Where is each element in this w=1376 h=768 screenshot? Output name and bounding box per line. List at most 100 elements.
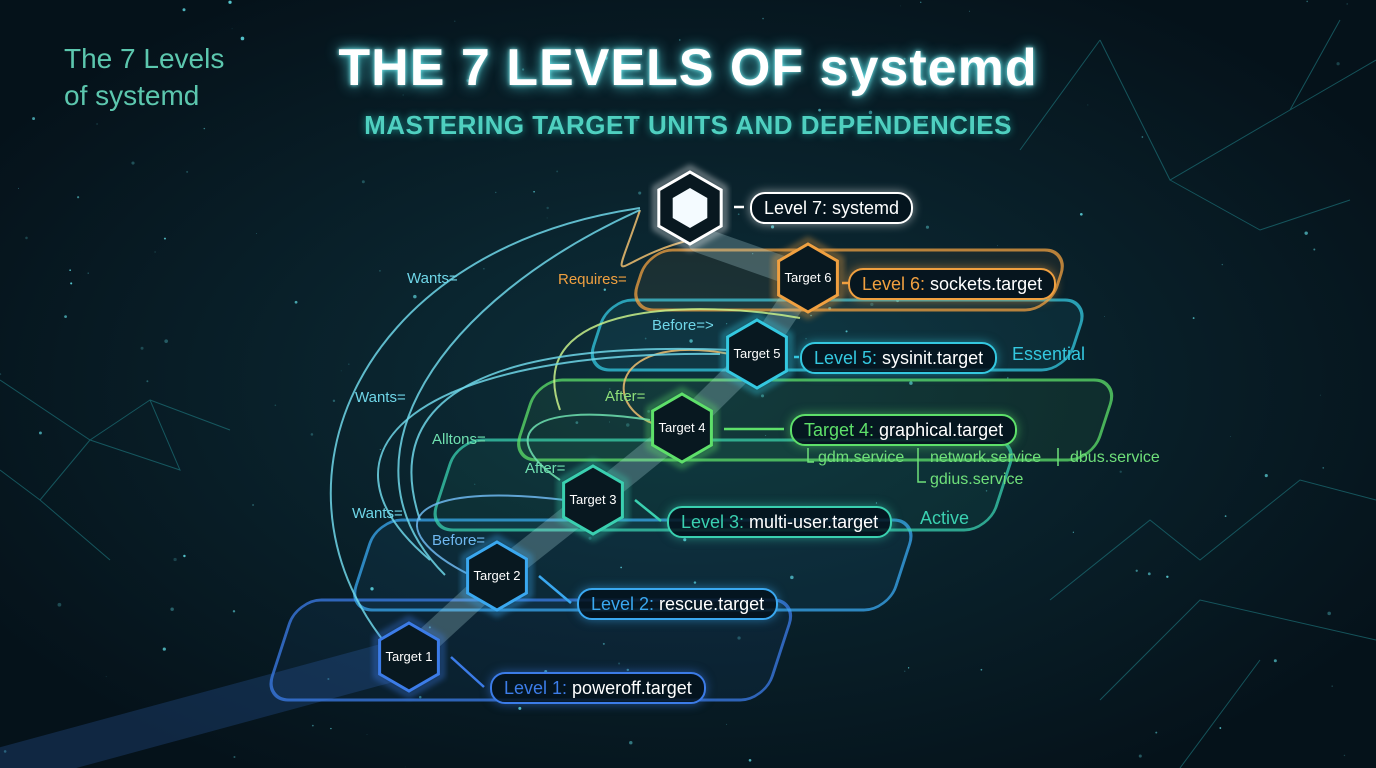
star	[603, 288, 606, 291]
star	[57, 602, 62, 607]
level-prefix: Level 1:	[504, 678, 573, 698]
dependency-arc	[526, 413, 651, 481]
target-node-2[interactable]	[461, 534, 533, 618]
level-prefix: Level 7:	[764, 198, 833, 218]
systemd-core-icon	[672, 188, 708, 228]
dependency-label: Wants=	[355, 389, 406, 406]
star	[1313, 248, 1316, 251]
dependency-label: Requires=	[558, 271, 627, 288]
star	[521, 68, 525, 71]
star	[968, 10, 970, 12]
star	[256, 233, 257, 234]
dependency-label: Before=>	[652, 317, 714, 334]
target-node-6[interactable]	[772, 236, 844, 320]
star	[0, 373, 2, 376]
target-name: graphical.target	[879, 420, 1004, 440]
star	[603, 56, 608, 60]
star	[1304, 231, 1308, 235]
star	[348, 363, 350, 365]
star	[1007, 377, 1009, 379]
target-name: rescue.target	[659, 594, 765, 614]
star	[163, 237, 166, 240]
star	[474, 483, 476, 485]
target-node-3[interactable]	[557, 458, 629, 542]
level-3-label[interactable]: Level 3: multi-user.target	[667, 506, 893, 538]
star	[748, 758, 752, 762]
level-5-label[interactable]: Level 5: sysinit.target	[800, 342, 998, 374]
star	[379, 270, 381, 272]
star	[765, 435, 767, 437]
status-tag: Essential	[1012, 344, 1086, 364]
star	[1229, 436, 1231, 437]
hexagon-icon	[777, 242, 839, 314]
arrow-icon	[450, 656, 485, 688]
star	[231, 28, 233, 30]
star	[1135, 569, 1138, 572]
dependency-label: After=	[525, 460, 566, 477]
level-7-label[interactable]: Level 7: systemd	[750, 192, 914, 224]
node-label: Target 1	[385, 649, 433, 664]
star	[473, 539, 477, 542]
target-node-1[interactable]	[373, 615, 445, 699]
star	[980, 668, 983, 671]
level-4-label[interactable]: Target 4: graphical.target	[790, 414, 1018, 446]
star	[1327, 611, 1331, 616]
target-name: multi-user.target	[749, 512, 879, 532]
star	[900, 5, 901, 7]
hexagon-icon	[562, 464, 624, 536]
star	[466, 79, 470, 82]
star	[790, 575, 794, 580]
target-name: sockets.target	[930, 274, 1043, 294]
dependency-arc	[329, 207, 641, 661]
dependency-label: Wants=	[407, 270, 458, 287]
star	[495, 191, 497, 194]
star	[370, 587, 374, 591]
level-2-label[interactable]: Level 2: rescue.target	[577, 588, 779, 620]
star	[805, 338, 807, 340]
star	[683, 538, 687, 542]
star	[903, 57, 906, 60]
star	[909, 381, 913, 385]
level-prefix: Target 4:	[804, 420, 880, 440]
target-node-7[interactable]	[652, 164, 728, 252]
network-lines-decoration	[0, 19, 1376, 768]
star	[173, 557, 177, 562]
arrow-icon	[538, 575, 572, 604]
node-label: Target 4	[658, 420, 706, 435]
star	[907, 667, 910, 669]
target-node-5[interactable]	[721, 312, 793, 396]
dependency-label: Wants=	[352, 505, 403, 522]
level-prefix: Level 6:	[862, 274, 931, 294]
star	[39, 431, 42, 435]
star	[32, 117, 36, 121]
star	[3, 750, 7, 753]
star	[310, 433, 314, 436]
star	[770, 225, 775, 229]
node-glow	[557, 458, 629, 542]
star	[657, 318, 659, 319]
star	[852, 75, 854, 77]
star	[920, 1, 922, 3]
star	[845, 330, 848, 333]
star	[170, 607, 174, 611]
star	[870, 302, 874, 307]
corner-title-line-1: The 7 Levels	[64, 43, 225, 74]
target-name: systemd	[832, 198, 900, 218]
node-label: Target 5	[733, 346, 781, 361]
star	[327, 677, 330, 681]
star	[25, 236, 28, 240]
level-6-label[interactable]: Level 6: sockets.target	[848, 268, 1057, 300]
star	[1319, 394, 1321, 396]
target-node-4[interactable]	[646, 386, 718, 470]
star	[1219, 727, 1222, 729]
node-label: Target 2	[473, 568, 521, 583]
level-1-label[interactable]: Level 1: poweroff.target	[490, 672, 706, 704]
star	[1087, 104, 1089, 106]
star	[546, 217, 548, 219]
star	[77, 196, 80, 199]
status-tag: Active	[920, 508, 970, 528]
base-beam	[0, 637, 415, 768]
dependency-arc	[397, 209, 641, 576]
star	[332, 399, 336, 403]
star	[997, 245, 998, 247]
